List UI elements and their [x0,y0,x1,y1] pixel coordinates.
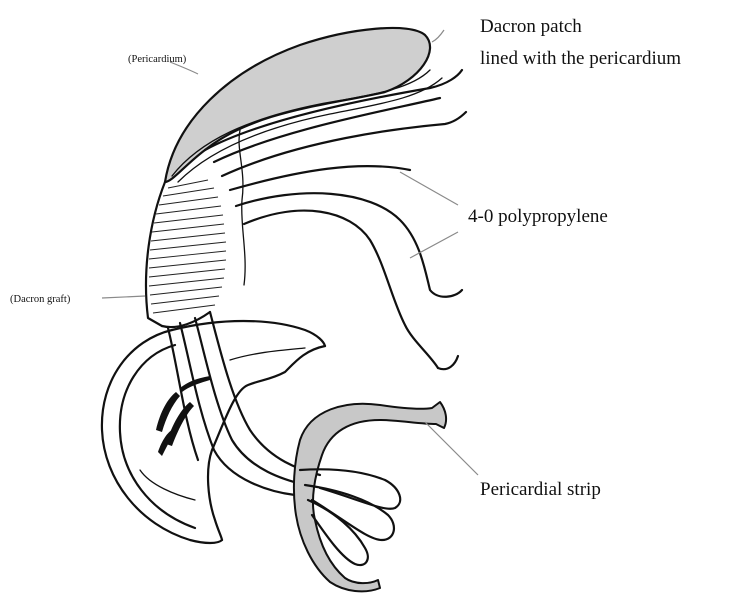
label-dacron-patch-line2: lined with the pericardium [480,48,681,69]
graft-hatching [149,180,226,313]
label-pericardium: (Pericardium) [128,54,187,65]
label-polypropylene: 4-0 polypropylene [468,206,608,227]
label-pericardial-strip: Pericardial strip [480,479,601,500]
dacron-graft [146,130,245,327]
label-dacron-patch-line1: Dacron patch [480,16,582,37]
label-dacron-graft: (Dacron graft) [10,294,71,305]
pericardial-strip [294,402,446,591]
aortic-root [102,321,325,543]
dacron-patch [165,28,442,182]
